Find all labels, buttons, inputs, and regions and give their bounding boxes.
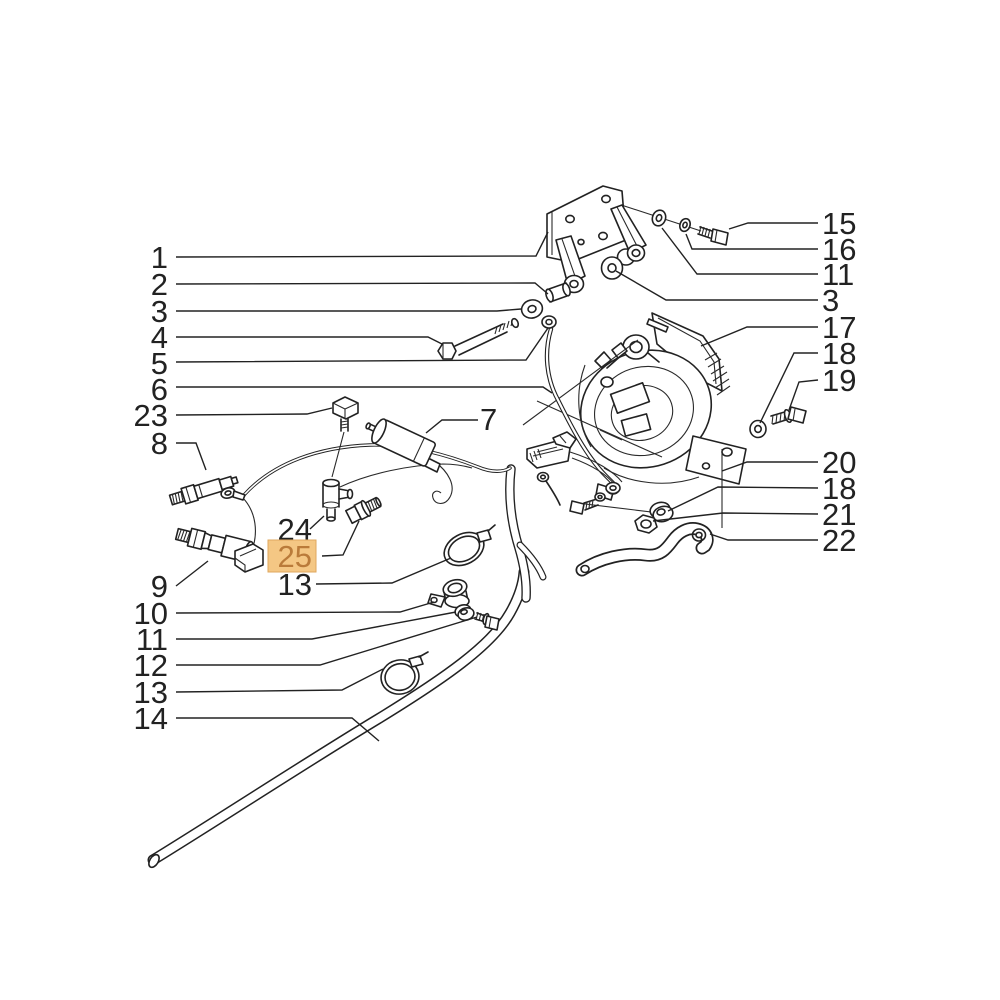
callout-10[interactable]: 10 xyxy=(134,596,168,631)
alternator xyxy=(578,312,747,501)
leader-line-10 xyxy=(175,601,435,614)
alternator-flange xyxy=(685,435,747,485)
leader-line-24 xyxy=(309,515,325,530)
temperature-sender-25 xyxy=(345,496,382,525)
leader-line-1 xyxy=(175,231,549,258)
leader-line-6 xyxy=(176,386,553,394)
terminal-lead xyxy=(220,487,264,573)
leader-line-11-right xyxy=(661,227,818,275)
callout-leader-lines xyxy=(175,222,819,742)
leader-line-19 xyxy=(788,379,819,411)
leader-line-5 xyxy=(175,327,549,363)
leader-line-20 xyxy=(721,461,818,472)
callout-22[interactable]: 22 xyxy=(822,523,856,558)
highlight-box-callout-25 xyxy=(267,539,317,573)
callout-25[interactable]: 25 xyxy=(278,539,312,574)
spacer-washer-set xyxy=(520,256,624,319)
ground-cable xyxy=(541,315,623,486)
callout-9[interactable]: 9 xyxy=(151,569,168,604)
callout-6[interactable]: 6 xyxy=(151,372,168,407)
leader-line-12 xyxy=(176,616,478,666)
callout-16[interactable]: 16 xyxy=(822,232,856,267)
leader-line-3-left xyxy=(176,308,522,312)
callout-3-left[interactable]: 3 xyxy=(151,294,168,329)
bolt-12 xyxy=(474,611,500,631)
callout-4[interactable]: 4 xyxy=(151,320,168,355)
leader-line-11-left xyxy=(176,611,457,640)
washer-18-lower xyxy=(649,501,674,523)
leader-line-7 xyxy=(425,419,478,434)
pivot-bolt xyxy=(437,317,520,360)
bolt-19-washer-18 xyxy=(749,406,807,439)
callout-8[interactable]: 8 xyxy=(151,426,168,461)
leader-line-13-lower xyxy=(175,668,384,693)
leader-line-25 xyxy=(321,520,360,557)
leader-line-18-upper xyxy=(759,352,818,424)
mounting-bracket xyxy=(546,185,647,294)
callout-18-upper[interactable]: 18 xyxy=(822,336,856,371)
suppressor-canister xyxy=(365,418,453,505)
callout-labels: 1234562389101112131424251371516113171819… xyxy=(134,206,857,736)
callout-23[interactable]: 23 xyxy=(134,398,168,433)
callout-3-right[interactable]: 3 xyxy=(822,283,839,318)
callout-21[interactable]: 21 xyxy=(822,497,856,532)
callout-15[interactable]: 15 xyxy=(822,206,856,241)
nut-21 xyxy=(634,514,658,534)
upper-bolt-washers xyxy=(651,209,729,246)
callout-11-right[interactable]: 11 xyxy=(822,257,854,292)
callout-2[interactable]: 2 xyxy=(151,267,168,302)
support-arm-22 xyxy=(575,522,714,577)
callout-1[interactable]: 1 xyxy=(151,240,168,275)
washer-11 xyxy=(454,604,475,621)
vacuum-valve xyxy=(331,396,359,478)
leader-line-2 xyxy=(175,282,549,295)
hose xyxy=(147,566,530,869)
callout-7[interactable]: 7 xyxy=(480,402,497,437)
pressure-switch-8 xyxy=(168,475,239,506)
grommet-bracket-10 xyxy=(427,578,470,609)
leader-line-23 xyxy=(175,407,333,416)
callout-13-mid[interactable]: 13 xyxy=(278,567,312,602)
cable-clamp-lower xyxy=(380,651,429,695)
leader-line-9 xyxy=(175,560,209,587)
leader-line-18-lower xyxy=(667,486,819,512)
leader-line-4 xyxy=(176,336,443,345)
ground-stud-set xyxy=(569,481,621,515)
leader-line-14 xyxy=(176,717,380,742)
harness-connector xyxy=(526,431,577,506)
cable-clamp-upper xyxy=(443,524,496,567)
leader-line-17 xyxy=(700,326,818,347)
callout-12[interactable]: 12 xyxy=(134,648,168,683)
callout-18-lower[interactable]: 18 xyxy=(822,471,856,506)
leader-line-22 xyxy=(709,533,818,541)
callout-20[interactable]: 20 xyxy=(822,445,856,480)
callout-11-left[interactable]: 11 xyxy=(136,622,168,657)
leader-line-8 xyxy=(176,442,207,471)
connector-clip xyxy=(234,543,264,573)
callout-13-lower[interactable]: 13 xyxy=(134,675,168,710)
harness-conduit xyxy=(505,464,547,603)
leader-line-15 xyxy=(728,222,818,230)
callout-5[interactable]: 5 xyxy=(151,346,168,381)
leader-line-3-right xyxy=(615,270,818,301)
callout-14[interactable]: 14 xyxy=(134,701,168,736)
leader-line-21 xyxy=(652,512,819,522)
callout-19[interactable]: 19 xyxy=(822,363,856,398)
leader-line-16 xyxy=(685,233,818,250)
callout-17[interactable]: 17 xyxy=(822,310,856,345)
leader-line-13-mid xyxy=(315,557,452,585)
elbow-fitting-24 xyxy=(322,478,354,522)
